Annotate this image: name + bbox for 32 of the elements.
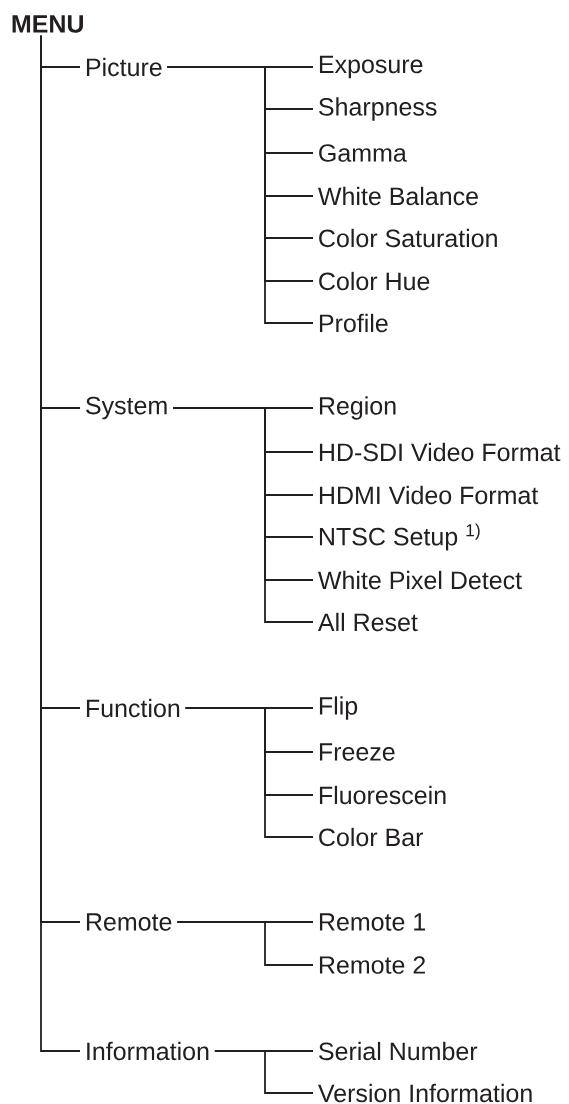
submenu-item: HD-SDI Video Format (319, 442, 561, 462)
submenu-item: Remote 1 (319, 913, 426, 931)
submenu-item: Color Hue (319, 271, 430, 291)
submenu-item: Sharpness (319, 97, 437, 121)
submenu-item: Remote 2 (319, 956, 425, 974)
submenu-item: Fluorescein (319, 785, 446, 805)
submenu-item: Version Information (318, 1083, 532, 1103)
menu-item: System (86, 396, 167, 420)
submenu-item: Flip (319, 696, 358, 720)
menu-item: Information (87, 1041, 209, 1061)
menu-item: Picture (86, 57, 162, 77)
connector-line (172, 407, 314, 623)
connector-line (213, 1050, 314, 1094)
submenu-item: NTSC Setup $^{1)}$ (319, 523, 480, 551)
submenu-item: Exposure (319, 55, 423, 79)
submenu-item: All Reset (317, 612, 418, 632)
menu-title: MENU (12, 15, 83, 33)
connector-line (166, 66, 314, 324)
menu-item: Remote (86, 913, 172, 931)
connector-line (176, 921, 314, 966)
submenu-item: White Balance (318, 186, 478, 206)
submenu-item: Serial Number (319, 1041, 478, 1061)
submenu-item: White Pixel Detect (318, 570, 522, 590)
submenu-item: HDMI Video Format (319, 485, 539, 505)
submenu-item: Freeze (319, 743, 395, 761)
submenu-item: Region (319, 396, 396, 420)
menu-item: Function (86, 698, 180, 718)
connector-line (184, 707, 314, 838)
submenu-item: Gamma (319, 144, 407, 162)
submenu-item: Color Saturation (319, 228, 497, 248)
submenu-item: Profile (319, 313, 388, 333)
submenu-item: Color Bar (319, 827, 423, 847)
